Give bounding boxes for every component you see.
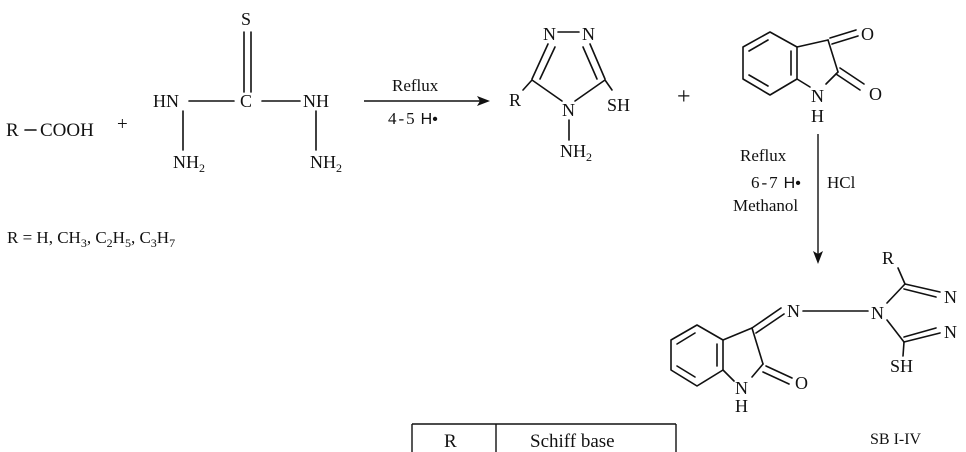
thio-s: S bbox=[241, 9, 251, 29]
product-sh: SH bbox=[890, 356, 913, 376]
product-n-imine: N bbox=[787, 301, 800, 321]
isatin-c3-c2 bbox=[827, 39, 839, 73]
product-n-c7a bbox=[722, 369, 735, 382]
product-r: R bbox=[882, 248, 894, 268]
product-co-a bbox=[765, 365, 793, 379]
product-imine-a bbox=[751, 307, 782, 329]
product-n4: N bbox=[871, 303, 884, 323]
product-c3-sh-bond bbox=[902, 341, 905, 357]
isatin-co-top-a bbox=[829, 29, 857, 39]
product-n-indole: N bbox=[735, 378, 748, 398]
step2-solvent: Methanol bbox=[733, 196, 798, 215]
isatin-h: H bbox=[811, 106, 824, 126]
product-inner-1 bbox=[676, 332, 696, 345]
c3-n4-bond bbox=[574, 79, 606, 102]
isatin-n: N bbox=[811, 86, 824, 106]
product-benzene-ring bbox=[670, 324, 724, 387]
product-c3-c2 bbox=[751, 327, 764, 365]
isatin-o-top: O bbox=[861, 24, 874, 44]
step1-condition: Reflux bbox=[392, 76, 439, 95]
isatin-inner-2 bbox=[748, 74, 769, 87]
product-c3a-c3 bbox=[722, 327, 753, 341]
plus-sign-2: + bbox=[677, 84, 691, 110]
step2-condition: Reflux bbox=[740, 146, 787, 165]
isatin-co-right-b bbox=[835, 73, 861, 91]
isatin-c3a-c3 bbox=[796, 39, 829, 48]
product-c3-n-b bbox=[903, 327, 937, 338]
product-co-b bbox=[762, 371, 790, 385]
thio-c: C bbox=[240, 91, 252, 111]
product-c3-n-a bbox=[903, 332, 941, 343]
acid-group: COOH bbox=[40, 120, 94, 141]
isatin-benzene-ring bbox=[742, 31, 798, 96]
triazole-n4: N bbox=[562, 100, 575, 120]
triazole-nh2: NH2 bbox=[560, 141, 592, 164]
product-c5-r-bond bbox=[897, 267, 906, 285]
c5-r-bond bbox=[522, 79, 533, 91]
isatin-n-c7a bbox=[796, 78, 811, 88]
acid-r: R bbox=[6, 120, 19, 141]
thio-hn: HN bbox=[153, 91, 179, 111]
table-header-r: R bbox=[444, 431, 457, 452]
triazole-n-left: N bbox=[543, 24, 556, 44]
step2-arrowhead bbox=[813, 251, 823, 264]
product-label: SB I-IV bbox=[870, 431, 922, 448]
product-n4-c3 bbox=[886, 319, 905, 343]
n-c3-bond-a bbox=[589, 43, 606, 80]
isatin-co-right-a bbox=[839, 67, 865, 85]
triazole-r: R bbox=[509, 90, 521, 110]
table-header-schiff-base: Schiff base bbox=[530, 431, 615, 452]
thio-nh2-left: NH2 bbox=[173, 152, 205, 175]
step1-arrowhead bbox=[477, 96, 490, 106]
n-c3-bond-b bbox=[582, 46, 598, 80]
thio-nh2-right: NH2 bbox=[310, 152, 342, 175]
product-n4-c5 bbox=[886, 283, 906, 304]
c5-n4-bond bbox=[531, 79, 563, 102]
product-n-a: N bbox=[944, 287, 957, 307]
product-c2-n bbox=[751, 363, 764, 378]
triazole-sh: SH bbox=[607, 95, 630, 115]
product-c5-n-a bbox=[904, 283, 941, 293]
thio-nh: NH bbox=[303, 91, 329, 111]
c3-sh-bond bbox=[604, 79, 613, 91]
product-imine-b bbox=[755, 313, 785, 334]
n-c5-bond-a bbox=[531, 43, 549, 80]
product-o: O bbox=[795, 373, 808, 393]
plus-sign-1: + bbox=[117, 114, 128, 135]
step2-acid: HCl bbox=[827, 173, 856, 192]
product-inner-2 bbox=[676, 365, 696, 378]
product-c5-n-b bbox=[903, 288, 937, 298]
isatin-o-right: O bbox=[869, 84, 882, 104]
isatin-inner-1 bbox=[748, 39, 769, 52]
product-n-b: N bbox=[944, 322, 957, 342]
triazole-n-right: N bbox=[582, 24, 595, 44]
isatin-co-top-b bbox=[831, 35, 859, 45]
r-definition: R = H, CH3, C2H5, C3H7 bbox=[7, 228, 175, 250]
n-c5-bond-b bbox=[539, 46, 556, 80]
product-h: H bbox=[735, 396, 748, 416]
